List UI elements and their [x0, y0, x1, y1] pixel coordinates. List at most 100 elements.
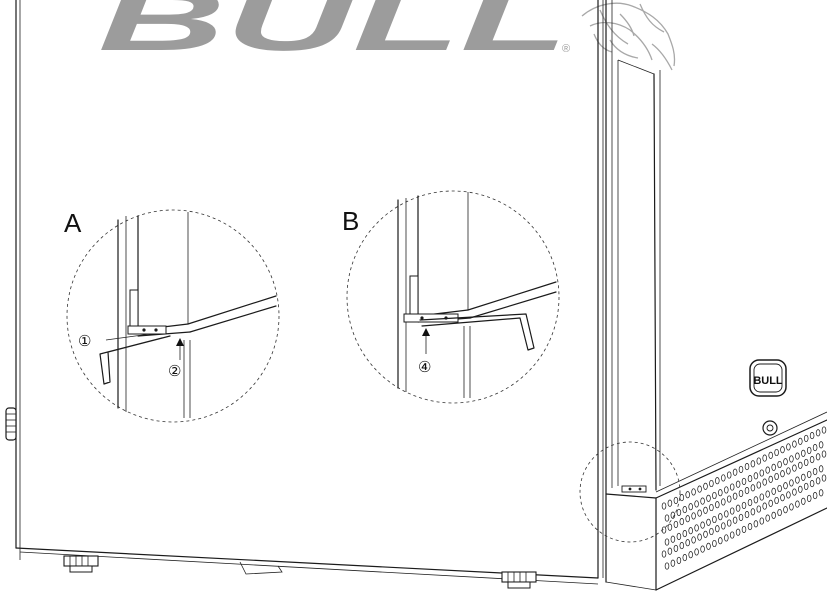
vent-hole [715, 501, 720, 509]
vent-hole [709, 527, 714, 536]
detail-a-circle [66, 209, 280, 423]
detail-b-circle [346, 190, 560, 404]
vent-hole [735, 504, 741, 512]
vent-hole [738, 489, 744, 497]
vent-hole [706, 518, 711, 526]
vent-hole [703, 530, 708, 538]
vent-hole [777, 460, 782, 469]
vent-hole [673, 520, 679, 528]
detail-b: B ④ [342, 190, 560, 404]
vent-hole [744, 463, 750, 471]
vent-hole [715, 477, 720, 485]
vent-hole [765, 490, 770, 498]
vent-hole [685, 491, 690, 499]
vent-hole [697, 485, 702, 493]
bull-head-icon [581, 2, 676, 71]
vent-hole [709, 479, 714, 488]
vent-hole [679, 494, 685, 502]
marker-4: ④ [418, 358, 431, 376]
vent-hole [673, 544, 679, 552]
vent-hole [700, 545, 705, 553]
vent-hole [738, 465, 744, 473]
vent-hole [777, 508, 782, 517]
vent-hole [685, 515, 690, 523]
vent-hole [801, 449, 806, 457]
vent-hole [759, 493, 765, 501]
vent-hole [703, 482, 708, 490]
vent-hole [694, 524, 699, 532]
vent-hole [792, 440, 797, 448]
vent-hole [821, 426, 827, 434]
detail-a-label: A [64, 208, 82, 238]
vent-hole [670, 559, 676, 567]
vent-hole [697, 533, 702, 541]
vent-hole [806, 494, 812, 502]
vent-hole [789, 455, 794, 463]
vent-hole [741, 525, 747, 533]
vent-hole [706, 494, 711, 502]
vent-hole [715, 525, 720, 533]
vent-hole [729, 507, 735, 515]
vent-hole [682, 554, 688, 562]
vent-hole [780, 470, 785, 478]
vent-hole [691, 536, 696, 544]
cabinet-body [15, 0, 604, 585]
leveling-foot-right [501, 571, 537, 589]
vent-hole [694, 500, 699, 508]
vent-hole [724, 486, 729, 494]
badge-text: BULL [753, 375, 783, 387]
vent-hole [786, 467, 791, 475]
corner-detail-circle [579, 441, 681, 543]
vent-hole [792, 488, 797, 496]
vent-hole [786, 491, 791, 499]
vent-hole [809, 480, 815, 488]
vent-hole [673, 496, 679, 504]
registered-mark: ® [562, 43, 570, 55]
vent-hole [818, 441, 824, 449]
vent-hole [685, 539, 690, 547]
vent-hole [801, 497, 806, 505]
vent-hole [682, 506, 688, 514]
vent-hole [792, 464, 797, 472]
lock-icon [762, 420, 778, 436]
vent-hole [818, 465, 824, 473]
vent-hole [676, 556, 682, 564]
vent-hole [771, 463, 776, 471]
vent-hole [735, 480, 741, 488]
vent-hole [726, 519, 732, 527]
vent-hole [798, 485, 803, 493]
vent-hole [774, 472, 779, 481]
vent-hole [753, 496, 759, 504]
vent-hole [815, 453, 821, 461]
vent-hole [661, 502, 667, 510]
vent-hole [676, 508, 682, 516]
vent-hole [718, 489, 723, 497]
vent-hole [741, 501, 747, 509]
vent-hole [724, 510, 729, 518]
vent-hole [783, 458, 788, 466]
detail-b-label: B [342, 206, 359, 236]
vent-hole [664, 562, 670, 570]
vent-hole [798, 437, 803, 445]
vent-hole [803, 458, 809, 466]
vent-hole [774, 448, 779, 457]
vent-hole [667, 547, 673, 555]
vent-hole [688, 527, 693, 535]
detail-a: A ① ② [64, 208, 280, 423]
vent-hole [783, 506, 788, 514]
vent-hole [747, 523, 753, 531]
marker-1: ① [78, 332, 91, 350]
vent-hole [700, 497, 705, 505]
vent-hole [691, 512, 696, 520]
vent-hole [780, 494, 785, 502]
vent-hole [735, 528, 741, 536]
vent-hole [724, 534, 729, 542]
vent-hole [765, 466, 770, 474]
hex-key-a [99, 335, 171, 385]
vent-hole [762, 454, 767, 462]
vent-hole [726, 495, 732, 503]
vent-hole [795, 452, 800, 460]
vent-hole [679, 518, 685, 526]
vent-hole [729, 531, 735, 539]
vent-hole [759, 517, 765, 525]
